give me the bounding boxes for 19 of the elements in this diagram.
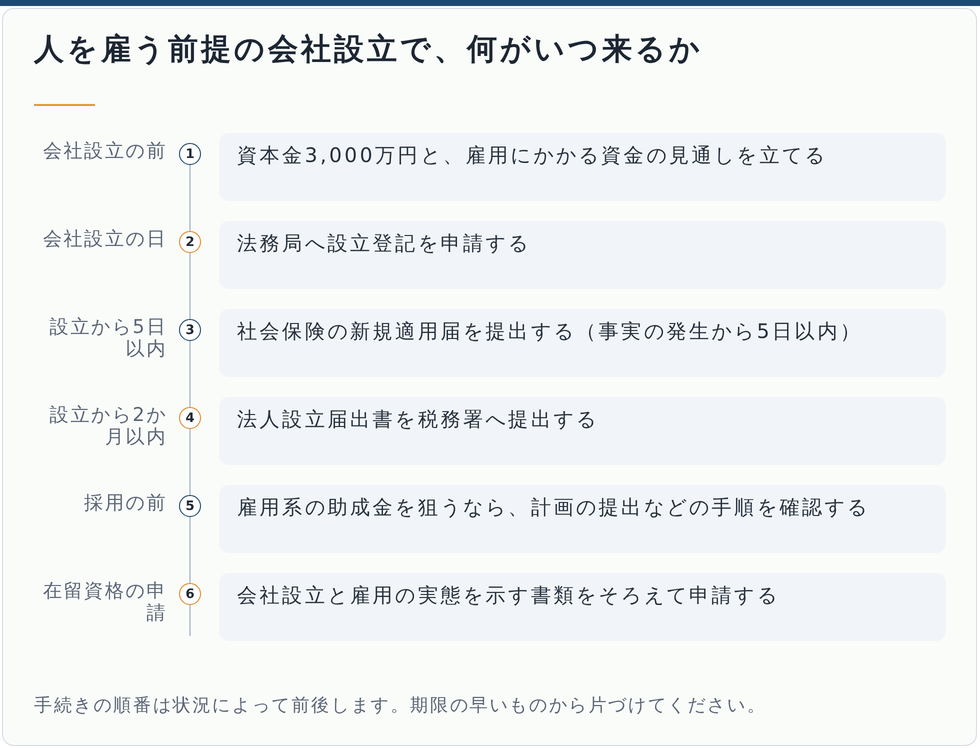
- time-label: 在留資格の申請: [42, 580, 167, 624]
- caption: 手続きの順番は状況によって前後します。期限の早いものから片づけてください。: [34, 695, 767, 717]
- time-label: 採用の前: [83, 492, 167, 514]
- timeline-line: [189, 253, 191, 319]
- timeline-line: [189, 341, 191, 407]
- time-label: 設立から2か月以内: [48, 404, 167, 448]
- step-box: 雇用系の助成金を狙うなら、計画の提出などの手順を確認する: [219, 485, 946, 553]
- timeline-line: [189, 517, 191, 583]
- step-box: 会社設立と雇用の実態を示す書類をそろえて申請する: [219, 573, 946, 641]
- step-box: 法人設立届出書を税務署へ提出する: [219, 397, 946, 465]
- step-box: 資本金3,000万円と、雇用にかかる資金の見通しを立てる: [219, 133, 946, 201]
- time-label: 会社設立の前: [42, 140, 167, 162]
- step-box: 社会保険の新規適用届を提出する（事実の発生から5日以内）: [219, 309, 946, 377]
- time-label: 設立から5日以内: [48, 316, 167, 360]
- time-label: 会社設立の日: [42, 228, 167, 250]
- step-box: 法務局へ設立登記を申請する: [219, 221, 946, 289]
- timeline-line: [189, 165, 191, 231]
- title: 人を雇う前提の会社設立で、何がいつ来るか: [34, 33, 703, 67]
- timeline-line: [189, 429, 191, 495]
